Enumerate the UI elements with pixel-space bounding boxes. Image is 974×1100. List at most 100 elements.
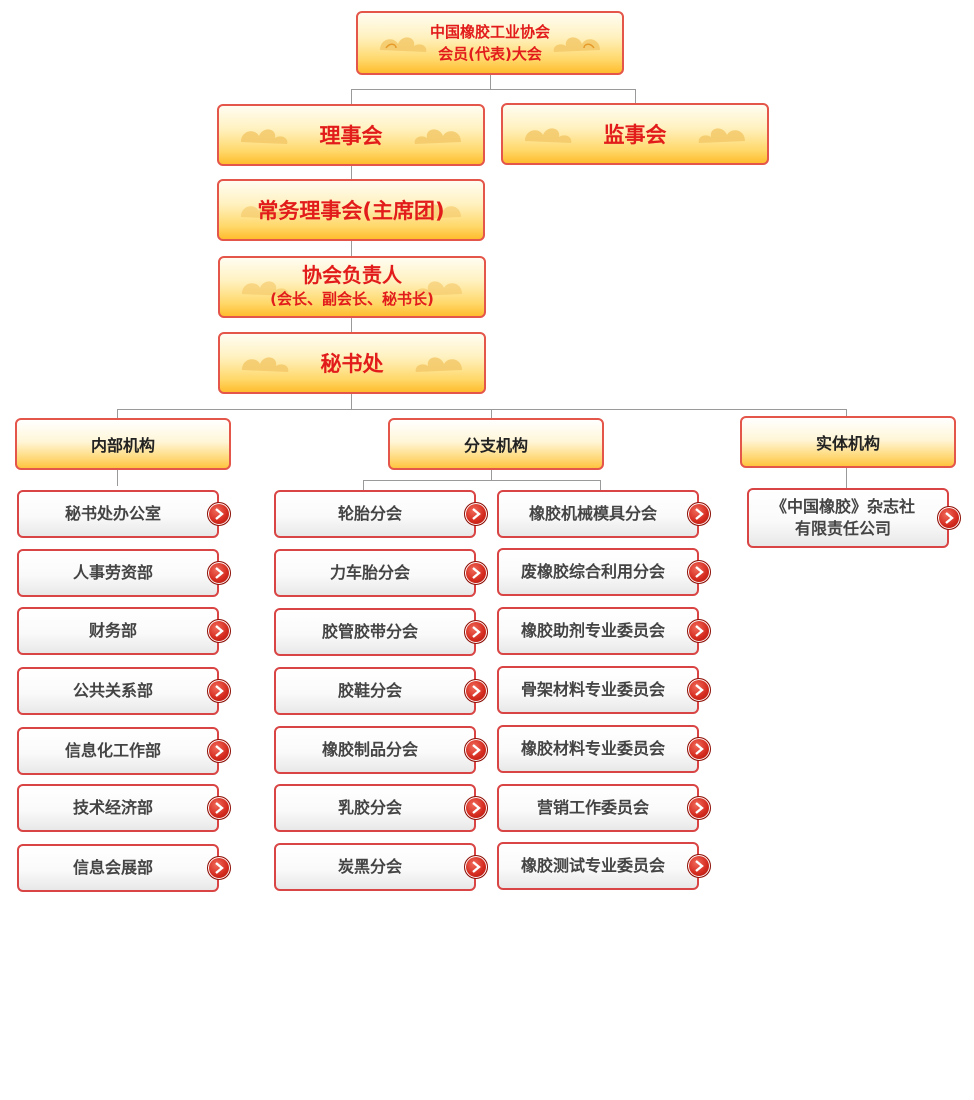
- internal-item[interactable]: 信息会展部: [17, 844, 231, 892]
- council-title: 理事会: [319, 124, 383, 148]
- branch-item-label: 炭黑分会: [337, 857, 402, 876]
- cloud-ornament-icon: [242, 281, 289, 296]
- branch-item[interactable]: 炭黑分会: [274, 843, 488, 891]
- arrow-right-icon: [687, 678, 711, 702]
- internal-item-label: 技术经济部: [72, 798, 153, 817]
- connector: [363, 480, 601, 481]
- cloud-ornament-icon: [241, 129, 288, 144]
- branch-item[interactable]: 轮胎分会: [274, 490, 488, 538]
- entity-item[interactable]: 《中国橡胶》杂志社有限责任公司: [747, 488, 961, 548]
- connector: [491, 470, 492, 481]
- leaders-title: 协会负责人: [302, 263, 402, 287]
- internal-item[interactable]: 财务部: [17, 607, 231, 655]
- entity-item-label: 《中国橡胶》杂志社: [770, 497, 915, 516]
- arrow-right-icon: [464, 620, 488, 644]
- category-entity-label: 实体机构: [815, 434, 880, 453]
- arrow-right-icon: [207, 619, 231, 643]
- connector: [351, 393, 352, 409]
- branch-item-label: 乳胶分会: [337, 798, 402, 817]
- cloud-ornament-icon: [415, 357, 462, 372]
- assembly-title: 中国橡胶工业协会: [429, 23, 550, 41]
- arrow-right-icon: [207, 679, 231, 703]
- internal-item-label: 人事劳资部: [72, 563, 153, 582]
- category-branch-label: 分支机构: [463, 436, 528, 455]
- branch-item-label: 橡胶助剂专业委员会: [520, 621, 665, 640]
- arrow-right-icon: [687, 619, 711, 643]
- branch-item-label: 橡胶机械模具分会: [528, 504, 657, 523]
- connector: [351, 89, 636, 90]
- internal-item-label: 信息化工作部: [64, 741, 161, 760]
- cloud-ornament-icon: [380, 37, 427, 52]
- branch-item[interactable]: 橡胶测试专业委员会: [497, 842, 711, 890]
- connector: [490, 74, 491, 90]
- branch-item-label: 营销工作委员会: [536, 798, 649, 817]
- branch-item[interactable]: 废橡胶综合利用分会: [497, 548, 711, 596]
- internal-item[interactable]: 秘书处办公室: [17, 490, 231, 538]
- arrow-right-icon: [937, 506, 961, 530]
- connector: [117, 470, 118, 486]
- internal-item-label: 公共关系部: [72, 681, 153, 700]
- internal-item-label: 信息会展部: [72, 858, 153, 877]
- branch-item-label: 轮胎分会: [337, 504, 402, 523]
- branch-item-label: 胶鞋分会: [337, 681, 402, 700]
- category-branch[interactable]: 分支机构: [388, 418, 604, 470]
- arrow-right-icon: [464, 855, 488, 879]
- cloud-ornament-icon: [242, 357, 289, 372]
- internal-item[interactable]: 公共关系部: [17, 667, 231, 715]
- branch-item[interactable]: 橡胶助剂专业委员会: [497, 607, 711, 655]
- connector: [846, 468, 847, 488]
- entity-item-label-2: 有限责任公司: [794, 519, 891, 538]
- branch-item[interactable]: 力车胎分会: [274, 549, 488, 597]
- cloud-ornament-icon: [553, 37, 600, 52]
- arrow-right-icon: [687, 737, 711, 761]
- connector: [351, 240, 352, 256]
- branch-item[interactable]: 橡胶机械模具分会: [497, 490, 711, 538]
- arrow-right-icon: [687, 502, 711, 526]
- category-internal[interactable]: 内部机构: [15, 418, 231, 470]
- connector: [351, 165, 352, 179]
- leaders-box[interactable]: 协会负责人(会长、副会长、秘书长): [218, 256, 486, 318]
- arrow-right-icon: [464, 561, 488, 585]
- cloud-ornament-icon: [525, 128, 572, 143]
- arrow-right-icon: [207, 561, 231, 585]
- cloud-ornament-icon: [241, 204, 288, 219]
- branch-item-label: 废橡胶综合利用分会: [520, 562, 665, 581]
- assembly-subtitle: 会员(代表)大会: [438, 45, 542, 63]
- branch-item-label: 胶管胶带分会: [321, 622, 418, 641]
- branch-item[interactable]: 橡胶材料专业委员会: [497, 725, 711, 773]
- branch-item[interactable]: 胶鞋分会: [274, 667, 488, 715]
- branch-item[interactable]: 胶管胶带分会: [274, 608, 488, 656]
- branch-item[interactable]: 橡胶制品分会: [274, 726, 488, 774]
- branch-item[interactable]: 骨架材料专业委员会: [497, 666, 711, 714]
- internal-item[interactable]: 人事劳资部: [17, 549, 231, 597]
- connector: [491, 409, 492, 418]
- branch-item-label: 橡胶制品分会: [321, 740, 418, 759]
- category-entity[interactable]: 实体机构: [740, 416, 956, 468]
- assembly-box[interactable]: 中国橡胶工业协会会员(代表)大会: [356, 11, 624, 75]
- connector: [117, 409, 118, 418]
- arrow-right-icon: [207, 739, 231, 763]
- connector: [351, 89, 352, 105]
- arrow-right-icon: [464, 738, 488, 762]
- branch-item-label: 橡胶测试专业委员会: [520, 856, 665, 875]
- branch-item[interactable]: 乳胶分会: [274, 784, 488, 832]
- connector: [846, 409, 847, 417]
- arrow-right-icon: [207, 502, 231, 526]
- internal-item[interactable]: 信息化工作部: [17, 727, 231, 775]
- connector: [117, 409, 847, 410]
- council-box[interactable]: 理事会: [217, 104, 485, 166]
- arrow-right-icon: [687, 560, 711, 584]
- cloud-ornament-icon: [698, 128, 745, 143]
- branch-item[interactable]: 营销工作委员会: [497, 784, 711, 832]
- secretariat-box[interactable]: 秘书处: [218, 332, 486, 394]
- category-internal-label: 内部机构: [90, 436, 155, 455]
- connector: [635, 89, 636, 104]
- internal-item[interactable]: 技术经济部: [17, 784, 231, 832]
- branch-item-label: 骨架材料专业委员会: [520, 680, 665, 699]
- branch-item-label: 力车胎分会: [329, 563, 410, 582]
- cloud-ornament-icon: [415, 281, 462, 296]
- supervisory-box[interactable]: 监事会: [501, 103, 769, 165]
- arrow-right-icon: [207, 796, 231, 820]
- branch-item-label: 橡胶材料专业委员会: [520, 739, 665, 758]
- standing-council-box[interactable]: 常务理事会(主席团): [217, 179, 485, 241]
